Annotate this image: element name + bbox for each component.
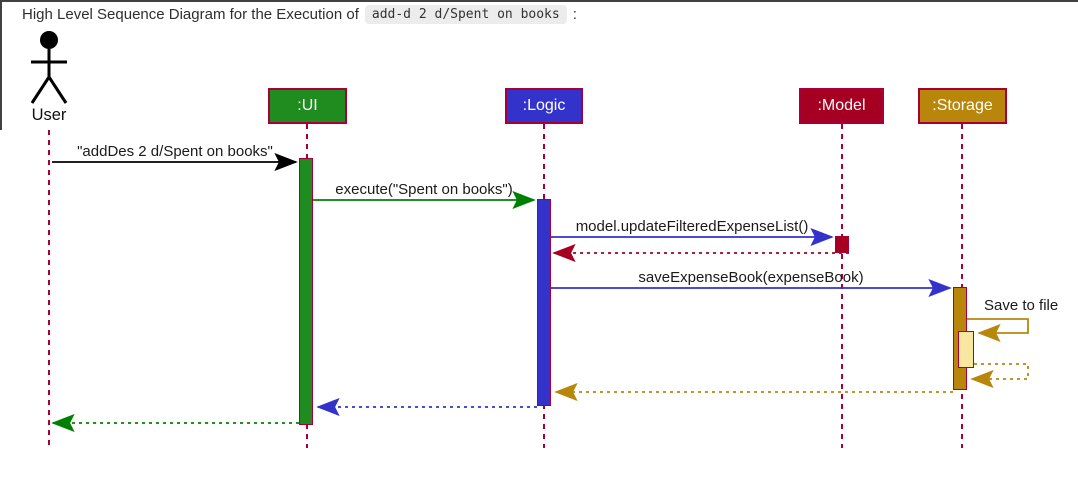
window-left-edge [0, 0, 2, 130]
activation-storage-nested [958, 331, 974, 368]
message-label-save-book: saveExpenseBook(expenseBook) [638, 269, 864, 286]
message-label-update-filter: model.updateFilteredExpenseList() [575, 218, 809, 235]
arrow-storage-self-call [967, 318, 1029, 342]
activation-model [835, 236, 849, 253]
window-top-edge [0, 0, 1078, 2]
title-colon: : [572, 6, 577, 23]
participant-model: :Model [799, 88, 884, 124]
participant-logic-label: :Logic [522, 97, 566, 114]
lifeline-storage [961, 124, 963, 448]
lifeline-model [841, 124, 843, 448]
title-command-code: add-d 2 d/Spent on books [364, 5, 567, 24]
participant-storage: :Storage [918, 88, 1007, 124]
actor-user-label: User [31, 106, 67, 124]
title-text: High Level Sequence Diagram for the Exec… [22, 6, 359, 23]
participant-storage-label: :Storage [932, 97, 993, 114]
message-label-execute: execute("Spent on books") [335, 181, 513, 198]
message-label-save-to-file: Save to file [984, 297, 1059, 314]
participant-ui-label: :UI [297, 97, 318, 114]
activation-ui [299, 158, 313, 425]
participant-model-label: :Model [817, 97, 866, 114]
arrow-storage-self-return [970, 363, 1029, 388]
lifeline-user [48, 130, 50, 448]
participant-logic: :Logic [505, 88, 583, 124]
activation-logic [537, 199, 551, 406]
diagram-title: High Level Sequence Diagram for the Exec… [22, 5, 577, 24]
message-label-add-command: "addDes 2 d/Spent on books" [77, 143, 273, 160]
participant-ui: :UI [268, 88, 347, 124]
user-actor-icon [30, 31, 68, 104]
